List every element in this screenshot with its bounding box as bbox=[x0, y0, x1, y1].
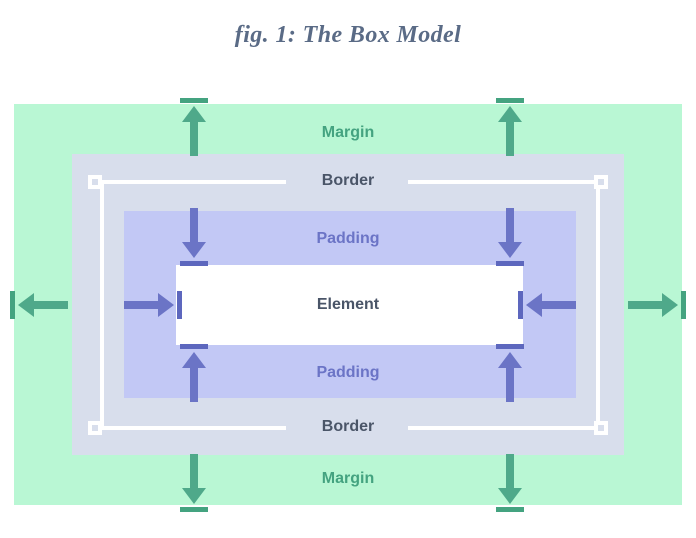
border-guide-line-top-right bbox=[408, 180, 600, 184]
page-title: fig. 1: The Box Model bbox=[234, 22, 462, 48]
label-border-top: Border bbox=[321, 172, 375, 189]
border-guide-line-bottom-left bbox=[100, 426, 286, 430]
corner-handle-bottom-left[interactable] bbox=[88, 421, 102, 435]
margin-arrow-left bbox=[10, 287, 68, 323]
margin-arrow-up-left bbox=[176, 98, 212, 156]
label-padding-bottom: Padding bbox=[316, 364, 380, 381]
element-region bbox=[176, 265, 523, 345]
margin-arrow-down-right bbox=[492, 454, 528, 512]
label-margin-top: Margin bbox=[321, 124, 375, 141]
border-guide-line-bottom-right bbox=[408, 426, 600, 430]
corner-handle-top-left[interactable] bbox=[88, 175, 102, 189]
corner-handle-bottom-right[interactable] bbox=[594, 421, 608, 435]
margin-arrow-down-left bbox=[176, 454, 212, 512]
padding-arrow-left-right-side bbox=[518, 287, 576, 323]
label-border-bottom: Border bbox=[321, 418, 375, 435]
padding-arrow-down-left bbox=[176, 208, 212, 266]
corner-handle-top-right[interactable] bbox=[594, 175, 608, 189]
border-guide-line-top-left bbox=[100, 180, 286, 184]
padding-arrow-down-right bbox=[492, 208, 528, 266]
margin-arrow-up-right bbox=[492, 98, 528, 156]
padding-arrow-right-left-side bbox=[124, 287, 182, 323]
label-padding-top: Padding bbox=[316, 230, 380, 247]
padding-arrow-up-right bbox=[492, 344, 528, 402]
border-guide-line-right bbox=[596, 180, 600, 430]
margin-arrow-right bbox=[628, 287, 686, 323]
label-element: Element bbox=[316, 296, 380, 313]
padding-arrow-up-left bbox=[176, 344, 212, 402]
label-margin-bottom: Margin bbox=[321, 470, 375, 487]
border-guide-line-left bbox=[100, 180, 104, 430]
